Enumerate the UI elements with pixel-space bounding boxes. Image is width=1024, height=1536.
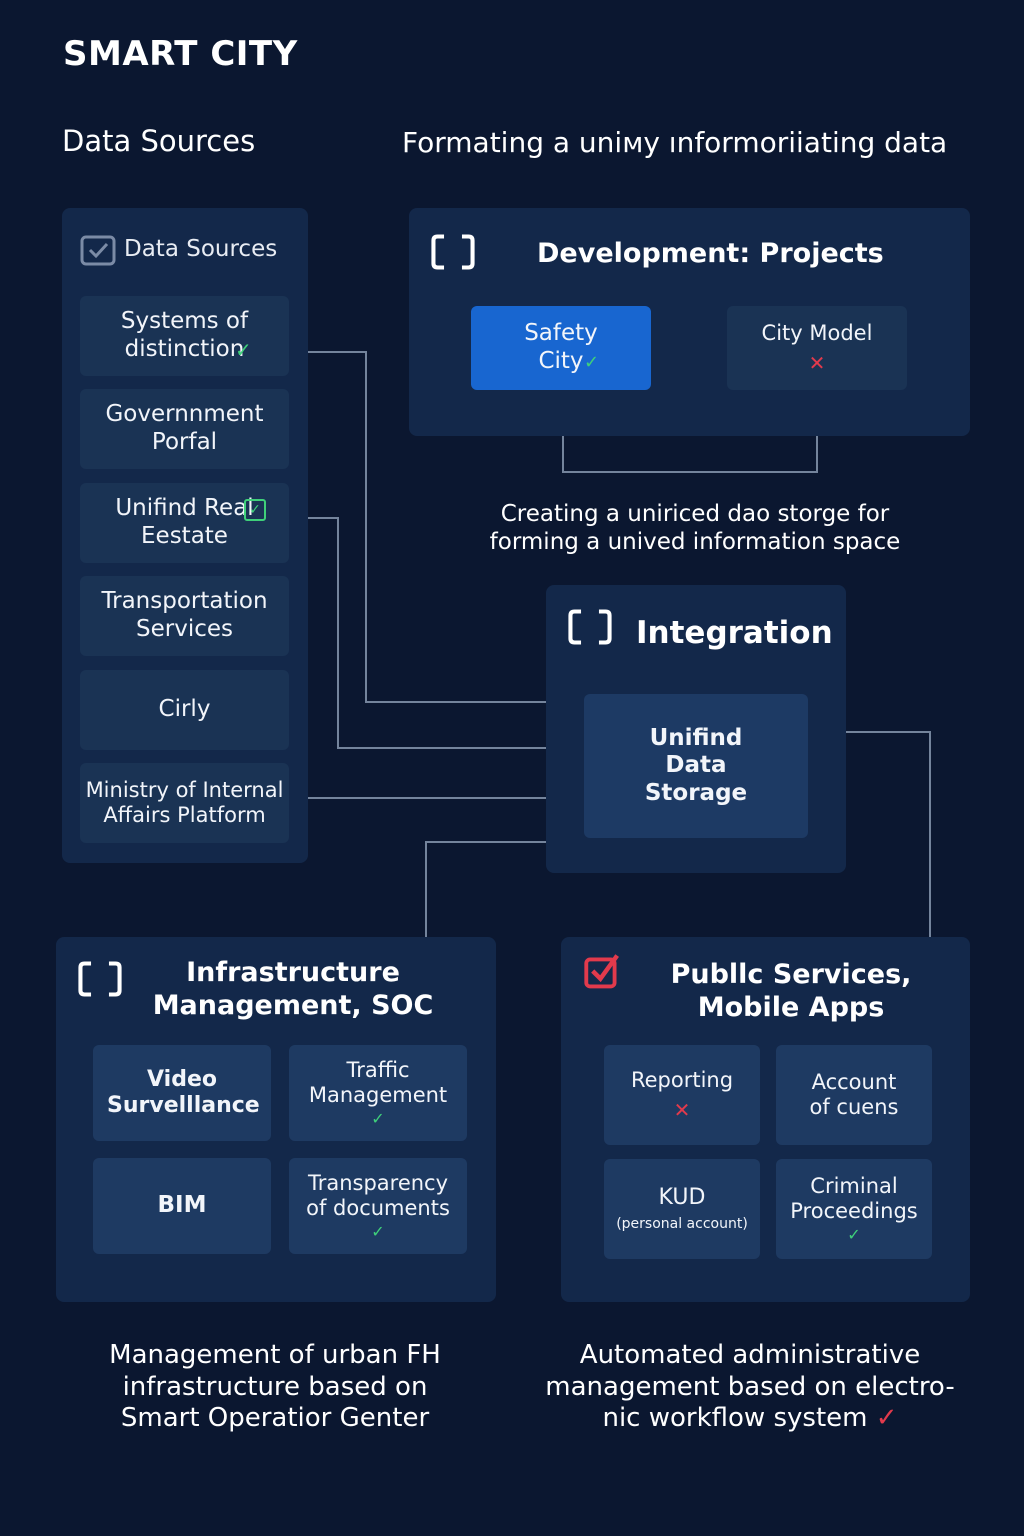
infrastructure-title: Infrastructure Management, SOC <box>152 957 434 1021</box>
tile-reporting[interactable]: Reporting ✕ <box>604 1045 760 1145</box>
tile-video-surveillance[interactable]: Video Survelllance <box>93 1045 271 1141</box>
tile-label: Systems of distinction <box>120 308 249 362</box>
source-cirly[interactable]: Cirly <box>80 670 289 750</box>
tile-label: KUD <box>658 1185 706 1211</box>
source-systems-of-distinction[interactable]: Systems of distinction ✓ <box>80 296 289 376</box>
tile-label: Unifind Data Storage <box>644 724 748 806</box>
frame-icon <box>78 961 122 997</box>
checkbox-icon <box>584 954 619 989</box>
infrastructure-panel: Infrastructure Management, SOC Video Sur… <box>56 937 496 1302</box>
checkbox-check-icon: ✓ <box>244 499 266 521</box>
source-ministry-internal-affairs[interactable]: Ministry of Internal Affairs Platform <box>80 763 289 843</box>
tile-label: Unifind Real Eestate <box>115 495 254 549</box>
check-icon: ✓ <box>584 352 600 373</box>
public-services-panel: Publlc Services, Mobile Apps Reporting ✕… <box>561 937 970 1302</box>
tile-safety-city[interactable]: Safety City ✓ <box>471 306 651 390</box>
tile-bim[interactable]: BIM <box>93 1158 271 1254</box>
tile-label: Account of cuens <box>809 1069 899 1119</box>
tile-label: Video Survelllance <box>107 1066 260 1118</box>
connector-systems-to-integration <box>308 351 552 703</box>
tile-kud[interactable]: KUD (personal account) <box>604 1159 760 1259</box>
tile-label: Cirly <box>158 696 211 723</box>
connector-integration-to-infrastructure <box>425 841 546 938</box>
public-services-caption: Automated administrative management base… <box>545 1340 955 1435</box>
development-projects-panel: Development: Projects Safety City ✓ City… <box>409 208 970 436</box>
check-icon: ✓ <box>875 1403 898 1434</box>
chevron-check-icon: ✓ <box>371 1221 385 1241</box>
tile-criminal-proceedings[interactable]: Criminal Proceedings ✓ <box>776 1159 932 1259</box>
tile-label: BIM <box>157 1192 207 1219</box>
tile-city-model[interactable]: City Model ✕ <box>727 306 907 390</box>
source-transportation-services[interactable]: Transportation Services <box>80 576 289 656</box>
data-sources-panel: Data Sources Systems of distinction ✓ Go… <box>62 208 308 863</box>
connector-realestate-to-storage <box>308 517 578 749</box>
caption-text: Automated administrative management base… <box>545 1340 955 1434</box>
chevron-check-icon: ✓ <box>847 1224 861 1244</box>
public-services-title: Publlc Services, Mobile Apps <box>670 959 912 1023</box>
tile-label: Safety City <box>524 320 598 374</box>
page-title: SMART CITY <box>63 34 298 74</box>
storage-caption: Creating a uniriced dao storge for formi… <box>489 501 901 556</box>
data-sources-heading: Data Sources <box>62 124 256 158</box>
unified-data-storage[interactable]: Unifind Data Storage <box>584 694 808 838</box>
tile-label: Reporting <box>630 1068 734 1093</box>
x-icon: ✕ <box>673 1097 691 1122</box>
tile-label: Transparency of documents <box>306 1171 450 1221</box>
checklist-icon <box>80 234 116 266</box>
tile-label: Traffic Management <box>308 1058 448 1108</box>
data-sources-panel-title: Data Sources <box>124 236 278 262</box>
integration-title: Integration <box>636 615 833 651</box>
frame-icon <box>568 609 612 645</box>
development-title: Development: Projects <box>537 238 884 269</box>
tile-label: Governnment Porfal <box>105 401 264 455</box>
check-icon: ✓ <box>235 338 252 362</box>
x-icon: ✕ <box>808 350 826 375</box>
source-government-portal[interactable]: Governnment Porfal <box>80 389 289 469</box>
tile-sublabel: (personal account) <box>616 1215 748 1232</box>
source-unified-real-estate[interactable]: Unifind Real Eestate ✓ <box>80 483 289 563</box>
connector-integration-to-public <box>846 731 931 938</box>
integration-panel: Integration Unifind Data Storage <box>546 585 846 873</box>
chevron-check-icon: ✓ <box>371 1108 385 1128</box>
infrastructure-caption: Management of urban FH infrastructure ba… <box>109 1340 441 1434</box>
tile-traffic-management[interactable]: Traffic Management ✓ <box>289 1045 467 1141</box>
frame-icon <box>431 234 475 270</box>
tile-account-of-citizens[interactable]: Account of cuens <box>776 1045 932 1145</box>
formatting-heading: Formating a uniмy ınformoriiating data <box>402 126 948 159</box>
tile-transparency-of-documents[interactable]: Transparency of documents ✓ <box>289 1158 467 1254</box>
tile-label: Transportation Services <box>101 588 268 642</box>
tile-label: Ministry of Internal Affairs Platform <box>85 777 284 827</box>
tile-label: City Model <box>761 321 873 346</box>
tile-label: Criminal Proceedings <box>790 1174 918 1224</box>
